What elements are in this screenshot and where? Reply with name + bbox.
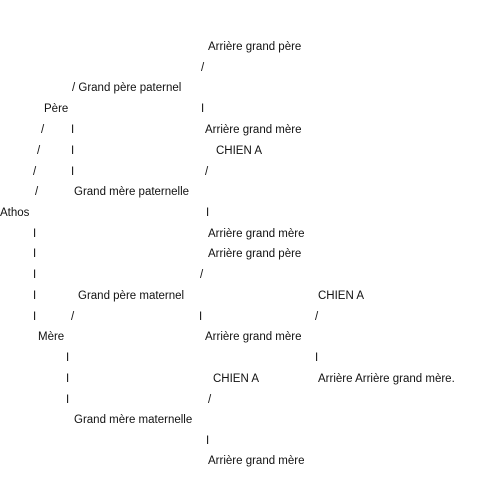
connector-bar: I: [33, 311, 37, 323]
connector-bar: I: [71, 124, 75, 136]
great-grandfather-2: Arrière grand père: [208, 248, 302, 260]
connector-bar: I: [201, 103, 205, 115]
connector-bar: I: [33, 269, 37, 281]
dog-a-3: CHIEN A: [213, 373, 260, 385]
connector-bar: I: [33, 290, 37, 302]
mother: Mère: [38, 331, 65, 343]
connector-slash: /: [205, 166, 209, 178]
great-grandfather-1: Arrière grand père: [208, 41, 302, 53]
maternal-grandfather: Grand père maternel: [78, 290, 185, 302]
connector-bar: I: [206, 435, 210, 447]
connector-bar: I: [71, 166, 75, 178]
dog-a-1: CHIEN A: [216, 145, 263, 157]
connector-bar: I: [66, 373, 70, 385]
father: Père: [44, 103, 69, 115]
great-grandmother-4: Arrière grand mère: [208, 455, 305, 467]
connector-slash: /: [41, 124, 45, 136]
maternal-grandmother: Grand mère maternelle: [74, 414, 193, 426]
connector-bar: I: [206, 207, 210, 219]
connector-slash: /: [201, 62, 205, 74]
connector-slash: /: [71, 311, 75, 323]
paternal-grandfather: / Grand père paternel: [72, 82, 182, 94]
great-grandmother-1: Arrière grand mère: [205, 124, 302, 136]
connector-slash: /: [37, 145, 41, 157]
connector-bar: I: [199, 311, 203, 323]
connector-slash: /: [200, 269, 204, 281]
dog-a-2: CHIEN A: [318, 290, 365, 302]
connector-bar: I: [33, 248, 37, 260]
connector-slash: /: [33, 166, 37, 178]
connector-bar: I: [33, 228, 37, 240]
connector-slash: /: [315, 311, 319, 323]
connector-bar: I: [71, 145, 75, 157]
great-great-grandmother: Arrière Arrière grand mère.: [318, 373, 455, 385]
connector-slash: /: [208, 394, 212, 406]
great-grandmother-2: Arrière grand mère: [208, 228, 305, 240]
connector-slash: /: [35, 186, 39, 198]
connector-bar: I: [315, 352, 319, 364]
connector-bar: I: [66, 394, 70, 406]
great-grandmother-3: Arrière grand mère: [205, 331, 302, 343]
paternal-grandmother: Grand mère paternelle: [74, 186, 190, 198]
root-athos: Athos: [0, 207, 30, 219]
connector-bar: I: [66, 352, 70, 364]
